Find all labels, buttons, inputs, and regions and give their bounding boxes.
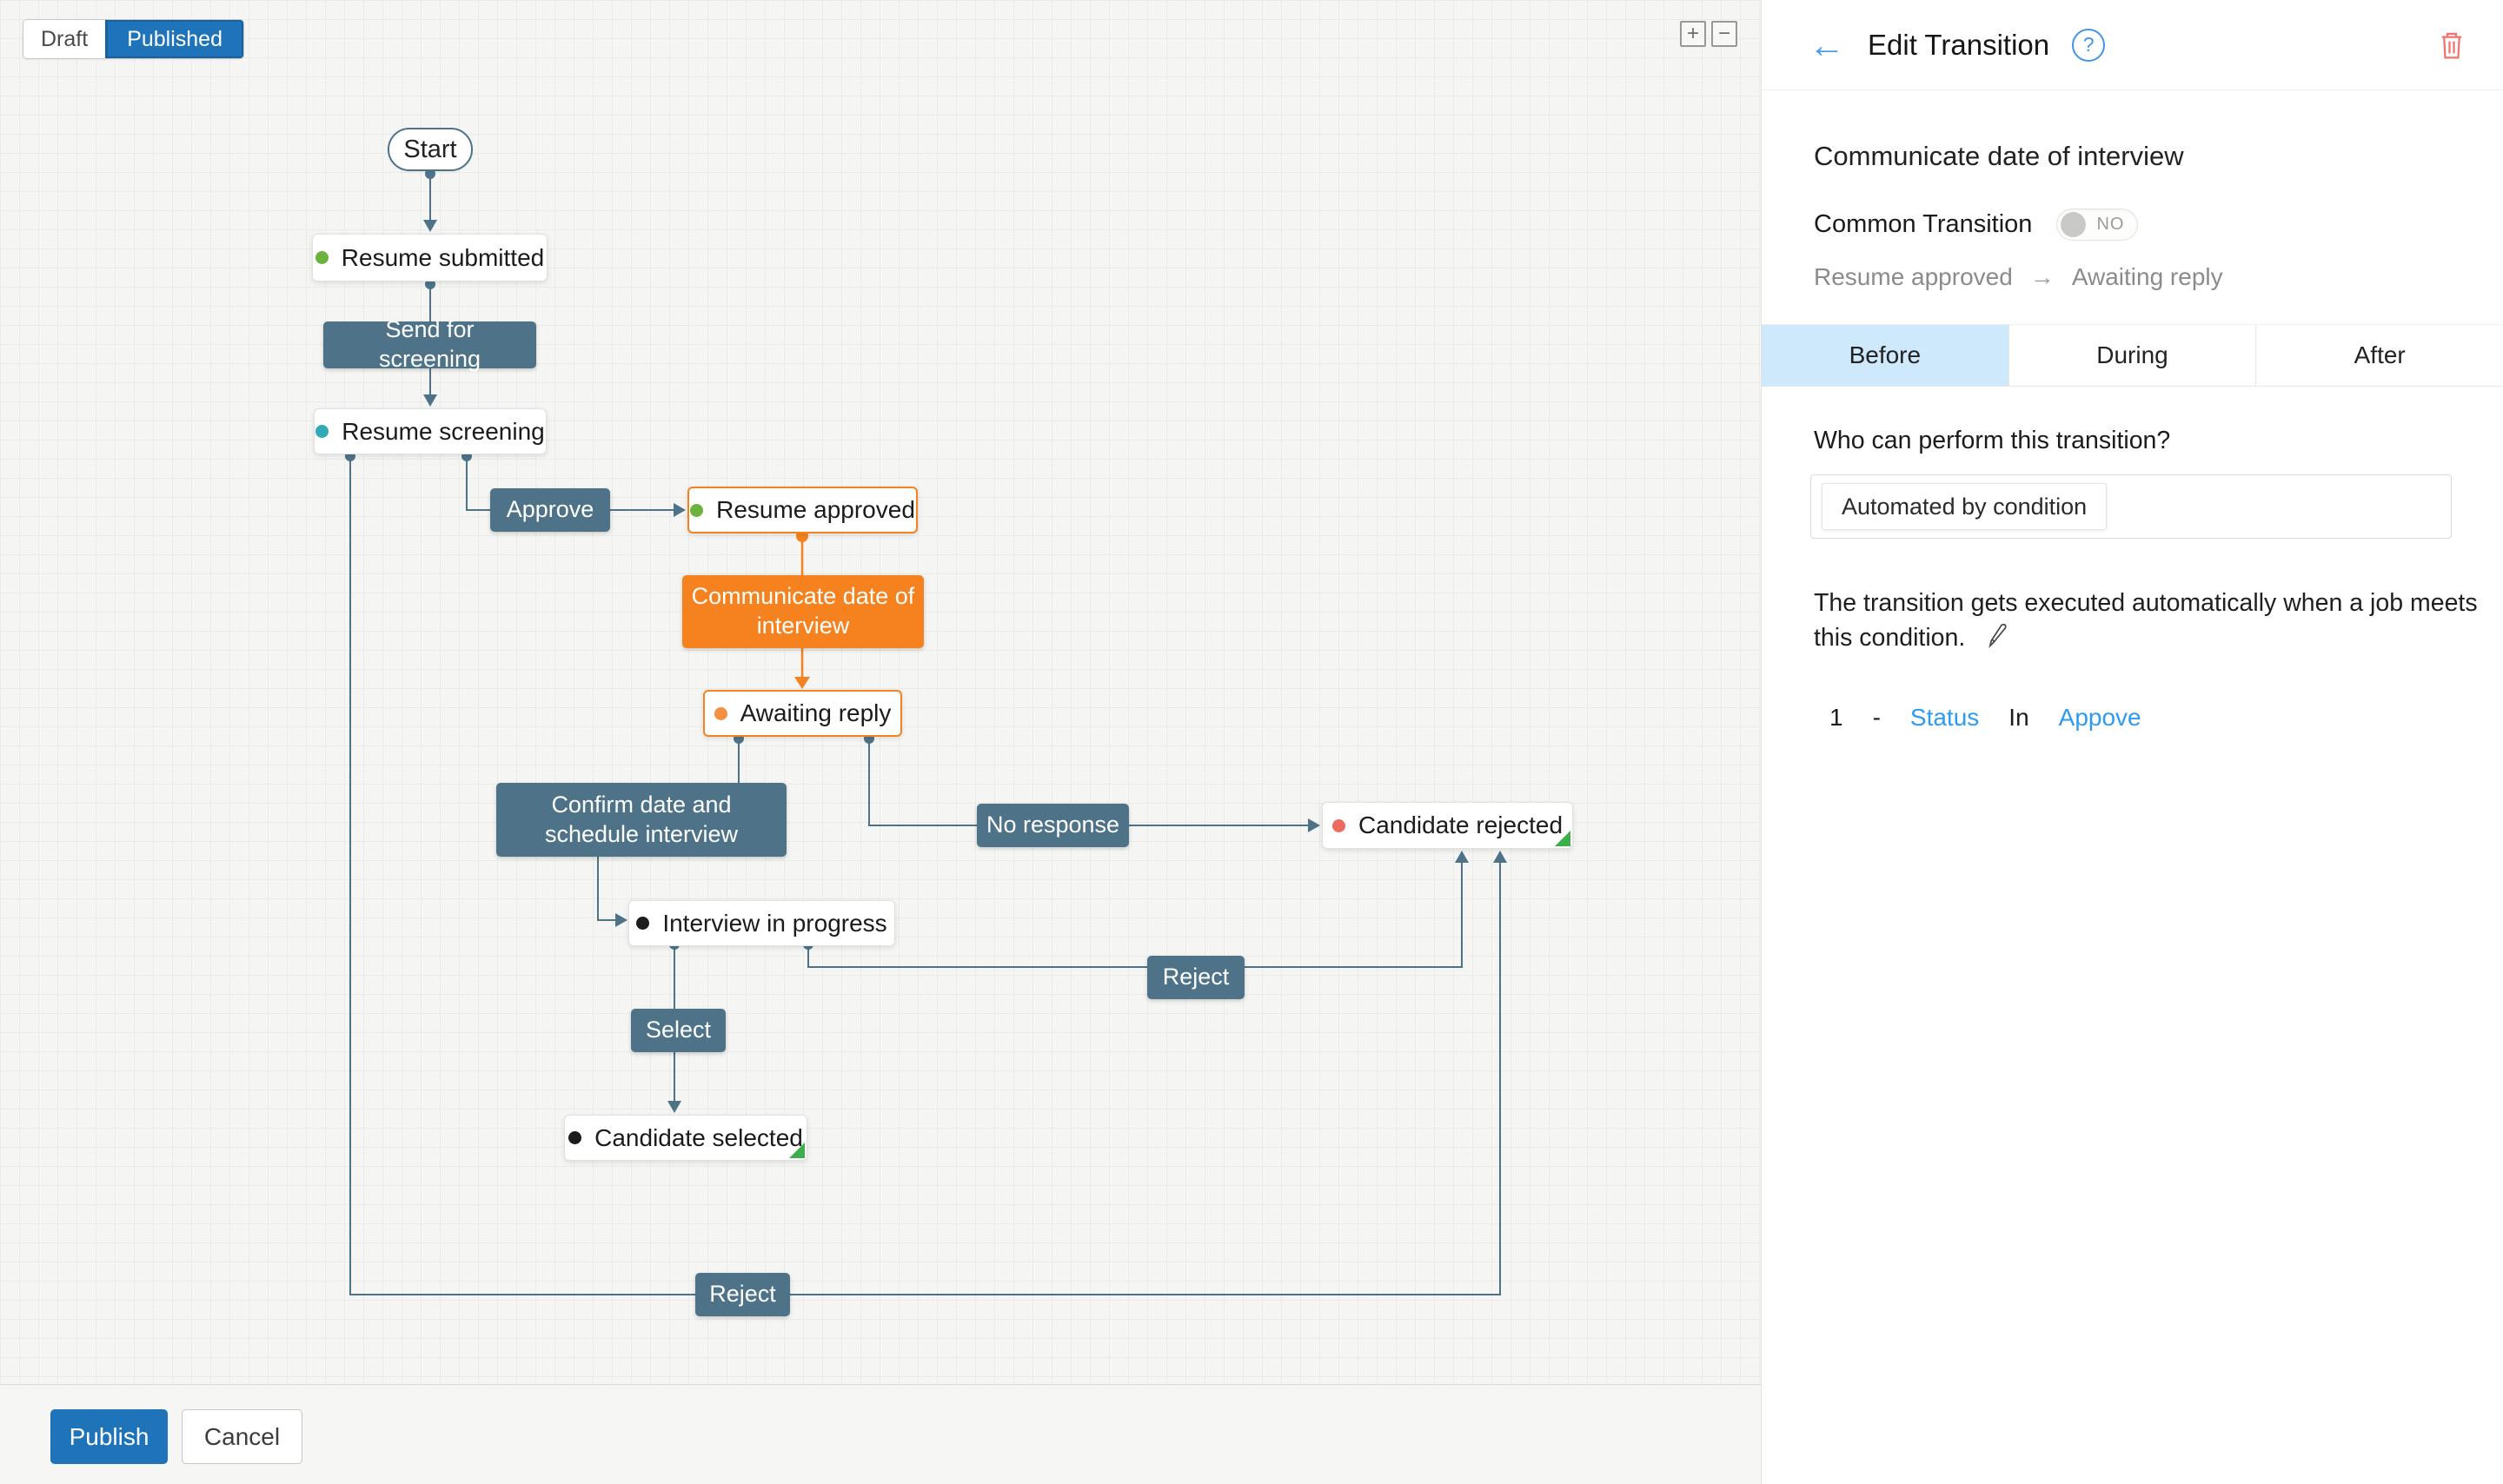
node-transition-select[interactable]: Select (631, 1009, 726, 1052)
node-transition-approve[interactable]: Approve (490, 488, 610, 532)
node-label: No response (986, 812, 1120, 838)
auto-condition-text: The transition gets executed automatical… (1814, 589, 2478, 652)
performer-question: Who can perform this transition? (1814, 427, 2171, 454)
node-label: Confirm date and schedule interview (544, 791, 739, 847)
edit-transition-panel: ← Edit Transition ? Communicate date of … (1761, 0, 2503, 1484)
node-transition-send-for-screening[interactable]: Send for screening (323, 316, 536, 372)
path-to-state: Awaiting reply (2071, 263, 2223, 290)
toggle-knob (2061, 212, 2087, 237)
cancel-button[interactable]: Cancel (182, 1409, 302, 1464)
node-label: Resume screening (342, 417, 545, 445)
panel-title: Edit Transition (1868, 28, 2050, 61)
node-transition-communicate-date[interactable]: Communicate date of interview (682, 575, 924, 648)
auto-condition-note: The transition gets executed automatical… (1814, 586, 2503, 659)
trash-icon[interactable] (2439, 30, 2465, 60)
tab-after[interactable]: After (2256, 325, 2503, 386)
zoom-out-icon[interactable]: − (1711, 21, 1737, 47)
node-label: Resume approved (716, 496, 915, 523)
node-state-awaiting-reply[interactable]: Awaiting reply (703, 690, 902, 737)
node-transition-no-response[interactable]: No response (977, 804, 1129, 847)
criteria-value-link[interactable]: Appove (2058, 704, 2141, 731)
node-state-interview-in-progress[interactable]: Interview in progress (628, 900, 895, 946)
criteria-operator: In (2008, 704, 2029, 731)
toggle-value: NO (2096, 215, 2125, 234)
flowchart-canvas[interactable]: Draft Published + − (0, 0, 1761, 1484)
node-label: Candidate rejected (1358, 812, 1564, 838)
status-dot-red (1331, 818, 1345, 832)
criteria-index: 1 (1829, 704, 1843, 731)
criteria-dash: - (1872, 704, 1881, 731)
tab-before[interactable]: Before (1762, 325, 2009, 386)
node-state-candidate-selected[interactable]: Candidate selected (564, 1115, 807, 1161)
common-transition-toggle[interactable]: NO (2056, 209, 2139, 241)
panel-header: ← Edit Transition ? (1762, 0, 2503, 90)
node-state-resume-submitted[interactable]: Resume submitted (312, 234, 548, 282)
path-from-state: Resume approved (1814, 263, 2013, 290)
mode-published-button[interactable]: Published (105, 20, 243, 58)
transition-name: Communicate date of interview (1814, 141, 2184, 171)
edit-condition-pencil-icon[interactable] (1986, 623, 2008, 659)
node-start[interactable]: Start (388, 128, 473, 171)
performer-input[interactable]: Automated by condition (1810, 474, 2452, 539)
transition-path: Resume approved → Awaiting reply (1814, 263, 2451, 291)
node-label: Interview in progress (662, 909, 887, 937)
common-transition-row: Common Transition NO (1814, 209, 2451, 241)
node-transition-confirm-date[interactable]: Confirm date and schedule interview (496, 783, 787, 857)
node-label: Send for screening (378, 316, 481, 372)
node-transition-reject-mid[interactable]: Reject (1147, 956, 1245, 999)
status-dot-black (636, 917, 650, 930)
back-arrow-icon[interactable]: ← (1809, 23, 1845, 65)
node-label: Candidate selected (594, 1123, 803, 1151)
node-state-resume-screening[interactable]: Resume screening (314, 408, 547, 454)
node-state-candidate-rejected[interactable]: Candidate rejected (1322, 802, 1573, 849)
status-dot-green (315, 251, 329, 264)
zoom-in-icon[interactable]: + (1680, 21, 1706, 47)
status-dot-green (690, 503, 704, 517)
mode-draft-button[interactable]: Draft (23, 20, 106, 58)
node-label: Resume submitted (341, 243, 545, 271)
status-dot-teal (315, 425, 329, 438)
canvas-footer: Publish Cancel (0, 1384, 1761, 1484)
node-label: Reject (709, 1281, 776, 1308)
node-label: Communicate date of interview (691, 583, 915, 639)
node-state-resume-approved[interactable]: Resume approved (687, 487, 918, 533)
tab-during[interactable]: During (2008, 325, 2257, 386)
common-transition-label: Common Transition (1814, 210, 2033, 238)
panel-tabs: Before During After (1762, 324, 2503, 387)
mode-toggle: Draft Published (23, 19, 244, 59)
zoom-controls: + − (1680, 21, 1737, 47)
criteria-field-link[interactable]: Status (1909, 704, 1980, 731)
path-arrow-icon: → (2029, 263, 2055, 290)
corner-flag-icon (1555, 831, 1570, 846)
performer-chip[interactable]: Automated by condition (1822, 483, 2108, 530)
status-dot-black (568, 1131, 582, 1144)
publish-button[interactable]: Publish (50, 1409, 168, 1464)
node-label: Select (645, 1017, 712, 1043)
flow-edges (345, 169, 1507, 1295)
node-label: Approve (506, 496, 594, 523)
help-icon[interactable]: ? (2072, 28, 2106, 62)
node-transition-reject-bottom[interactable]: Reject (695, 1273, 790, 1316)
node-label: Reject (1162, 964, 1230, 990)
status-dot-orange (714, 706, 727, 720)
criteria-row: 1 - Status In Appove (1829, 704, 2451, 732)
node-label: Awaiting reply (740, 699, 892, 726)
corner-flag-icon (789, 1143, 805, 1158)
node-start-label: Start (403, 135, 457, 163)
